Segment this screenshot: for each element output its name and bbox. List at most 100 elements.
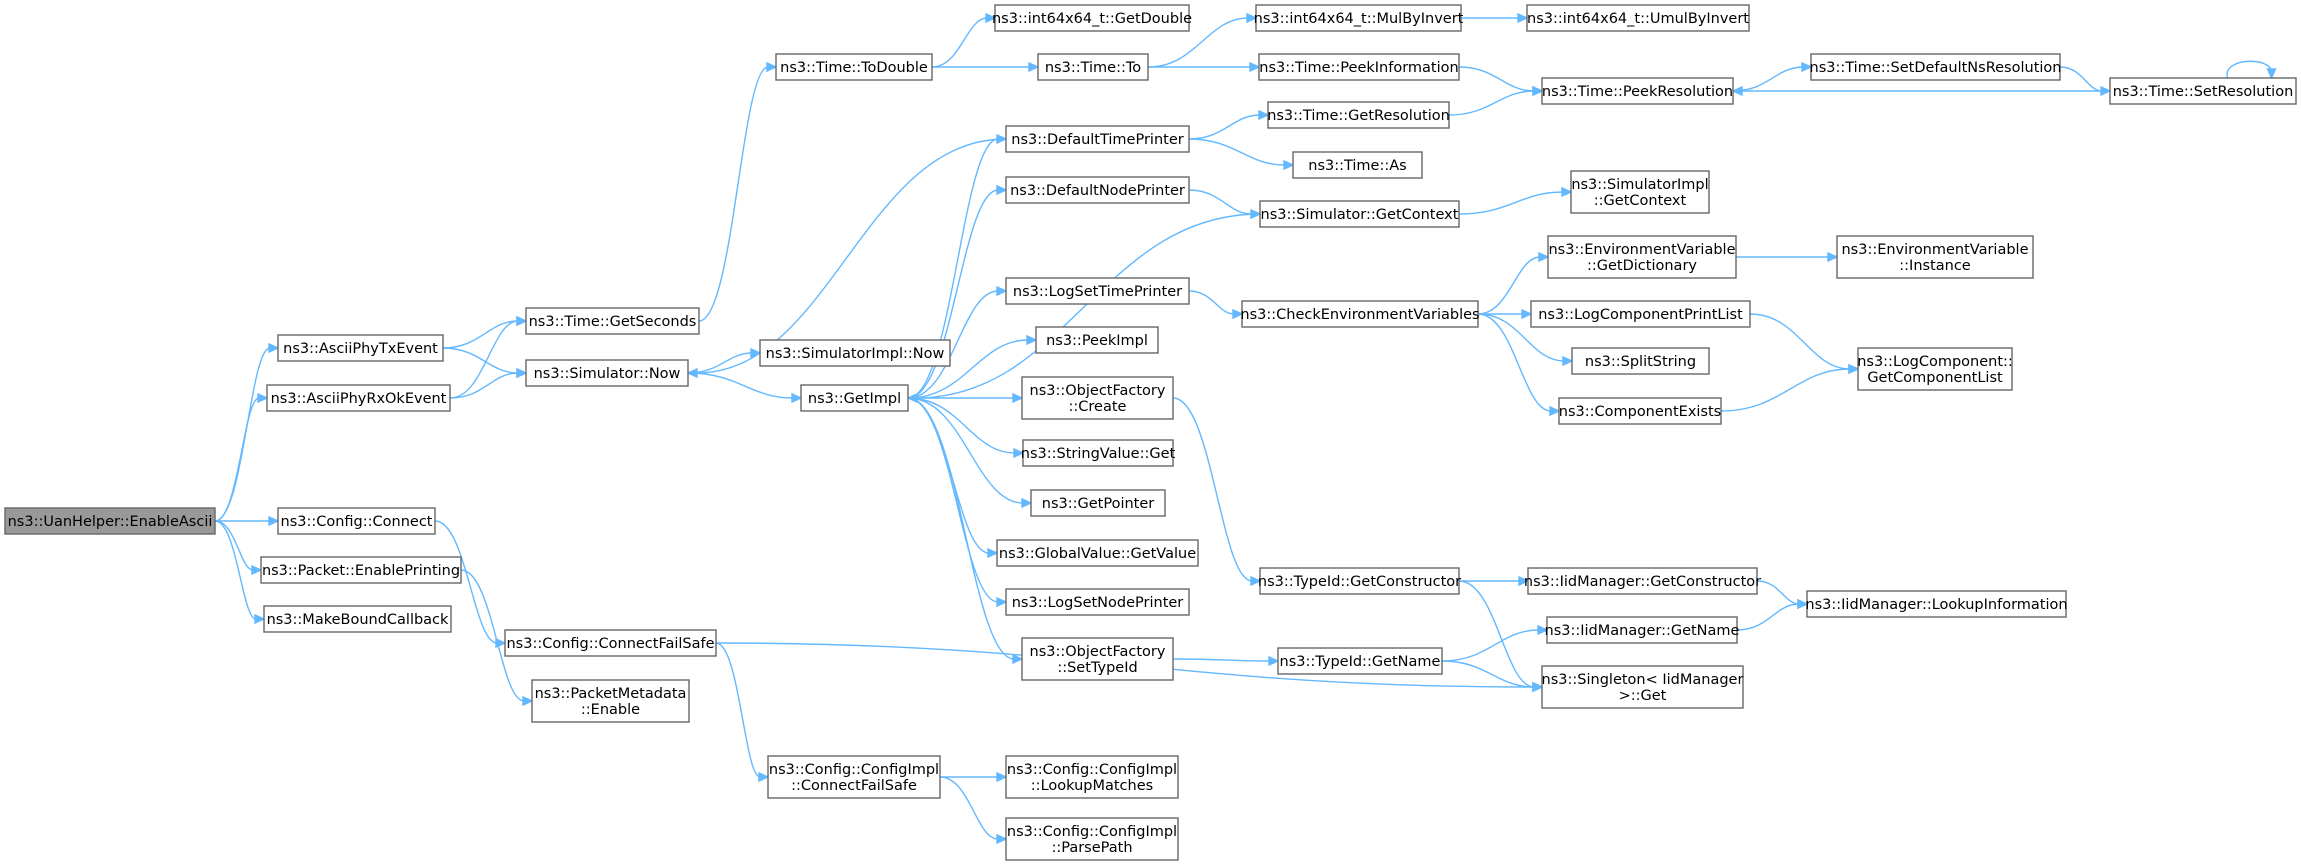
graph-node-iidli[interactable]: ns3::IidManager::LookupInformation [1805,590,2068,618]
graph-node-dnp[interactable]: ns3::DefaultNodePrinter [1005,176,1190,204]
graph-node-tgc[interactable]: ns3::TypeId::GetConstructor [1258,567,1461,595]
graph-node-pmenable[interactable]: ns3::PacketMetadata::Enable [531,679,690,723]
edge-arrowhead [1258,109,1270,121]
edge-line [449,320,519,399]
node-label: ns3::LogSetNodePrinter [1012,595,1184,611]
graph-node-iidgn[interactable]: ns3::IidManager::GetName [1545,616,1740,644]
graph-node-tgn[interactable]: ns3::TypeId::GetName [1277,647,1443,675]
node-label: >::Get [1619,688,1667,704]
graph-node-cilm[interactable]: ns3::Config::ConfigImpl::LookupMatches [1005,755,1179,799]
graph-node-compexists[interactable]: ns3::ComponentExists [1558,397,1722,425]
node-label: ns3::ObjectFactory [1030,644,1166,660]
node-label: ns3::Time::PeekInformation [1259,60,1458,76]
graph-node-getptr[interactable]: ns3::GetPointer [1030,489,1166,517]
edge-arrowhead [251,564,263,576]
graph-node-svget[interactable]: ns3::StringValue::Get [1021,439,1176,467]
graph-node-getsec[interactable]: ns3::Time::GetSeconds [525,307,700,335]
edge-line [1188,138,1286,166]
graph-node-umulbyinv[interactable]: ns3::int64x64_t::UmulByInvert [1526,4,1750,32]
edge-arrowhead [686,367,698,379]
graph-edge-root-to-asciitx [214,342,280,522]
edge-line [214,520,254,571]
graph-node-mkcb[interactable]: ns3::MakeBoundCallback [263,605,452,633]
graph-node-timeto[interactable]: ns3::Time::To [1037,53,1149,81]
node-label: ns3::Time::SetResolution [2113,84,2294,100]
edge-line [907,397,1016,454]
graph-node-asciitx[interactable]: ns3::AsciiPhyTxEvent [277,334,444,362]
graph-node-gvget[interactable]: ns3::GlobalValue::GetValue [996,539,1199,567]
graph-node-cfgconnect[interactable]: ns3::Config::Connect [277,507,436,535]
graph-node-getres[interactable]: ns3::Time::GetResolution [1267,101,1450,129]
graph-node-evgd[interactable]: ns3::EnvironmentVariable::GetDictionary [1547,235,1737,279]
graph-node-singleton[interactable]: ns3::Singleton< IidManager>::Get [1541,665,1744,709]
node-box [1857,347,2013,391]
node-label: ns3::ComponentExists [1559,404,1722,420]
edge-arrowhead [996,833,1008,845]
graph-node-lsnp[interactable]: ns3::LogSetNodePrinter [1005,588,1190,616]
graph-node-asciirx[interactable]: ns3::AsciiPhyRxOkEvent [266,384,451,412]
graph-node-split[interactable]: ns3::SplitString [1571,347,1710,375]
edge-line [1756,580,1800,605]
graph-node-lcgcl[interactable]: ns3::LogComponent::GetComponentList [1857,347,2013,391]
graph-node-peekinfo[interactable]: ns3::Time::PeekInformation [1258,53,1460,81]
graph-edge-iidgn-to-iidli [1736,598,1809,631]
edge-arrowhead [996,596,1008,608]
node-box [1035,326,1159,354]
graph-node-lstp[interactable]: ns3::LogSetTimePrinter [1005,277,1190,305]
node-label: ::Instance [1899,258,1971,274]
node-box [1259,567,1460,595]
edge-arrowhead [1532,681,1544,693]
graph-node-pktprint[interactable]: ns3::Packet::EnablePrinting [260,556,462,584]
graph-node-dtp[interactable]: ns3::DefaultTimePrinter [1005,125,1190,153]
graph-node-peekres[interactable]: ns3::Time::PeekResolution [1541,77,1734,105]
graph-node-peekimpl[interactable]: ns3::PeekImpl [1035,326,1159,354]
node-label: ns3::GlobalValue::GetValue [999,546,1196,562]
graph-node-cev[interactable]: ns3::CheckEnvironmentVariables [1240,300,1480,328]
edge-arrowhead [1283,159,1295,171]
node-label: ::ConnectFailSafe [791,778,917,794]
node-label: ns3::LogComponentPrintList [1538,307,1743,323]
node-label: ::Create [1069,399,1127,415]
graph-edge-getimpl-to-gvget [907,397,999,559]
call-graph-nodes: ns3::UanHelper::EnableAscii ns3::AsciiPhy… [4,4,2297,861]
graph-node-setdefns[interactable]: ns3::Time::SetDefaultNsResolution [1810,53,2062,81]
node-box [767,755,941,799]
graph-node-evinst[interactable]: ns3::EnvironmentVariable::Instance [1836,235,2034,279]
graph-node-timeas[interactable]: ns3::Time::As [1292,151,1423,179]
graph-node-getdouble[interactable]: ns3::int64x64_t::GetDouble [992,4,1192,32]
graph-node-todouble[interactable]: ns3::Time::ToDouble [775,53,933,81]
graph-node-iidgc[interactable]: ns3::IidManager::GetConstructor [1524,567,1761,595]
edge-arrowhead [1537,624,1549,636]
node-box [525,307,700,335]
graph-node-ofcreate[interactable]: ns3::ObjectFactory::Create [1021,376,1174,420]
edge-line [1188,189,1253,215]
graph-node-cipp[interactable]: ns3::Config::ConfigImpl::ParsePath [1005,817,1179,861]
graph-node-root[interactable]: ns3::UanHelper::EnableAscii [4,507,216,535]
node-label: ns3::Time::ToDouble [780,60,928,76]
graph-node-simnow[interactable]: ns3::Simulator::Now [525,359,689,387]
graph-edge-dtp-to-timeas [1188,138,1295,171]
graph-node-mulbyinv[interactable]: ns3::int64x64_t::MulByInvert [1254,4,1464,32]
node-label: ns3::Time::GetResolution [1267,108,1450,124]
graph-node-siminow[interactable]: ns3::SimulatorImpl::Now [759,339,951,367]
node-label: ::GetDictionary [1587,258,1697,274]
edge-arrowhead [516,315,528,327]
edge-line [1477,313,1565,362]
edge-arrowhead [987,547,999,559]
node-label: ns3::LogComponent:: [1857,354,2013,370]
graph-node-simigetctx[interactable]: ns3::SimulatorImpl::GetContext [1570,170,1710,214]
edge-arrowhead [516,367,528,379]
graph-node-cfs[interactable]: ns3::Config::ConnectFailSafe [504,629,717,657]
node-label: ::GetContext [1594,193,1687,209]
graph-node-ofsettid[interactable]: ns3::ObjectFactory::SetTypeId [1021,637,1174,681]
node-box [1005,125,1190,153]
graph-edge-tgn-to-iidgn [1441,624,1549,662]
graph-edge-cev-to-compexists [1477,313,1561,417]
graph-node-getimpl[interactable]: ns3::GetImpl [800,384,909,412]
graph-node-simgetctx[interactable]: ns3::Simulator::GetContext [1259,200,1460,228]
graph-node-cicfs[interactable]: ns3::Config::ConfigImpl::ConnectFailSafe [767,755,941,799]
edge-line [931,17,988,68]
edge-arrowhead [2266,68,2277,80]
graph-node-lcpl[interactable]: ns3::LogComponentPrintList [1530,300,1751,328]
graph-node-setres[interactable]: ns3::Time::SetResolution [2109,77,2297,105]
